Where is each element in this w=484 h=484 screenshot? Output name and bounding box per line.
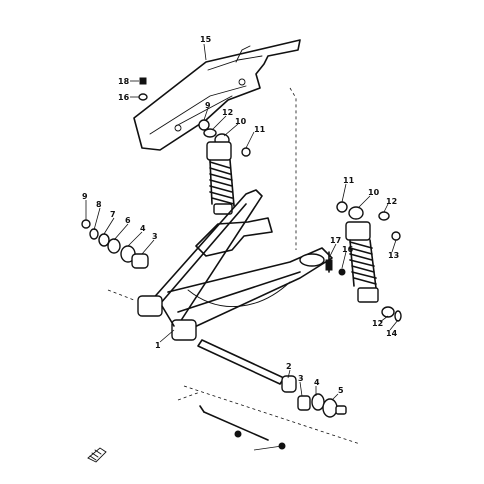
pivot-hardware (81, 219, 149, 269)
label-arm-bolt: 17 (330, 236, 341, 245)
label-shaft-collar: 3 (298, 374, 304, 383)
label-chain-guard: 15 (200, 35, 212, 44)
label-shock-left-nut: 9 (205, 101, 211, 110)
arm-bolt (325, 251, 346, 276)
label-shock-right-cap: 11 (343, 176, 355, 185)
shock-absorber-left (198, 119, 251, 215)
label-pivot-seal: 6 (125, 216, 131, 225)
label-pivot-washer: 8 (96, 200, 102, 209)
label-lower-nut: 14 (386, 329, 398, 338)
label-shock-left-cap: 11 (254, 125, 266, 134)
front-direction-arrow-icon (87, 447, 107, 463)
callout-labels: 15 18 16 9 12 10 11 11 10 12 13 17 16 12… (82, 35, 399, 395)
label-swing-arm: 1 (155, 341, 161, 350)
label-shaft-bush: 2 (286, 362, 292, 371)
label-pivot-shim: 7 (110, 210, 116, 219)
shock-absorber-right (336, 201, 402, 322)
label-pivot-bush: 3 (152, 232, 158, 241)
label-shock-right-nut: 13 (388, 251, 399, 260)
label-shock-right-washer: 12 (386, 197, 397, 206)
guard-bolt (130, 77, 148, 101)
label-arm-bolt-washer: 16 (342, 245, 354, 254)
label-shaft-cap: 5 (338, 386, 344, 395)
chain-guard (133, 39, 301, 151)
label-shock-left-washer: 12 (222, 108, 233, 117)
guard-leader-line (289, 87, 297, 250)
label-shaft-seal: 4 (314, 378, 320, 387)
label-pivot-bolt-head: 9 (82, 192, 88, 201)
label-shock-right-bush: 10 (368, 188, 380, 197)
label-lower-washer: 12 (372, 319, 383, 328)
label-pivot-collar: 4 (140, 224, 146, 233)
label-shock-left-bush: 10 (235, 117, 247, 126)
label-guard-bolt: 18 (118, 77, 130, 86)
label-guard-washer: 16 (118, 93, 130, 102)
pivot-shaft (107, 289, 361, 451)
callout-leaders (85, 43, 399, 401)
swing-arm (137, 189, 333, 341)
